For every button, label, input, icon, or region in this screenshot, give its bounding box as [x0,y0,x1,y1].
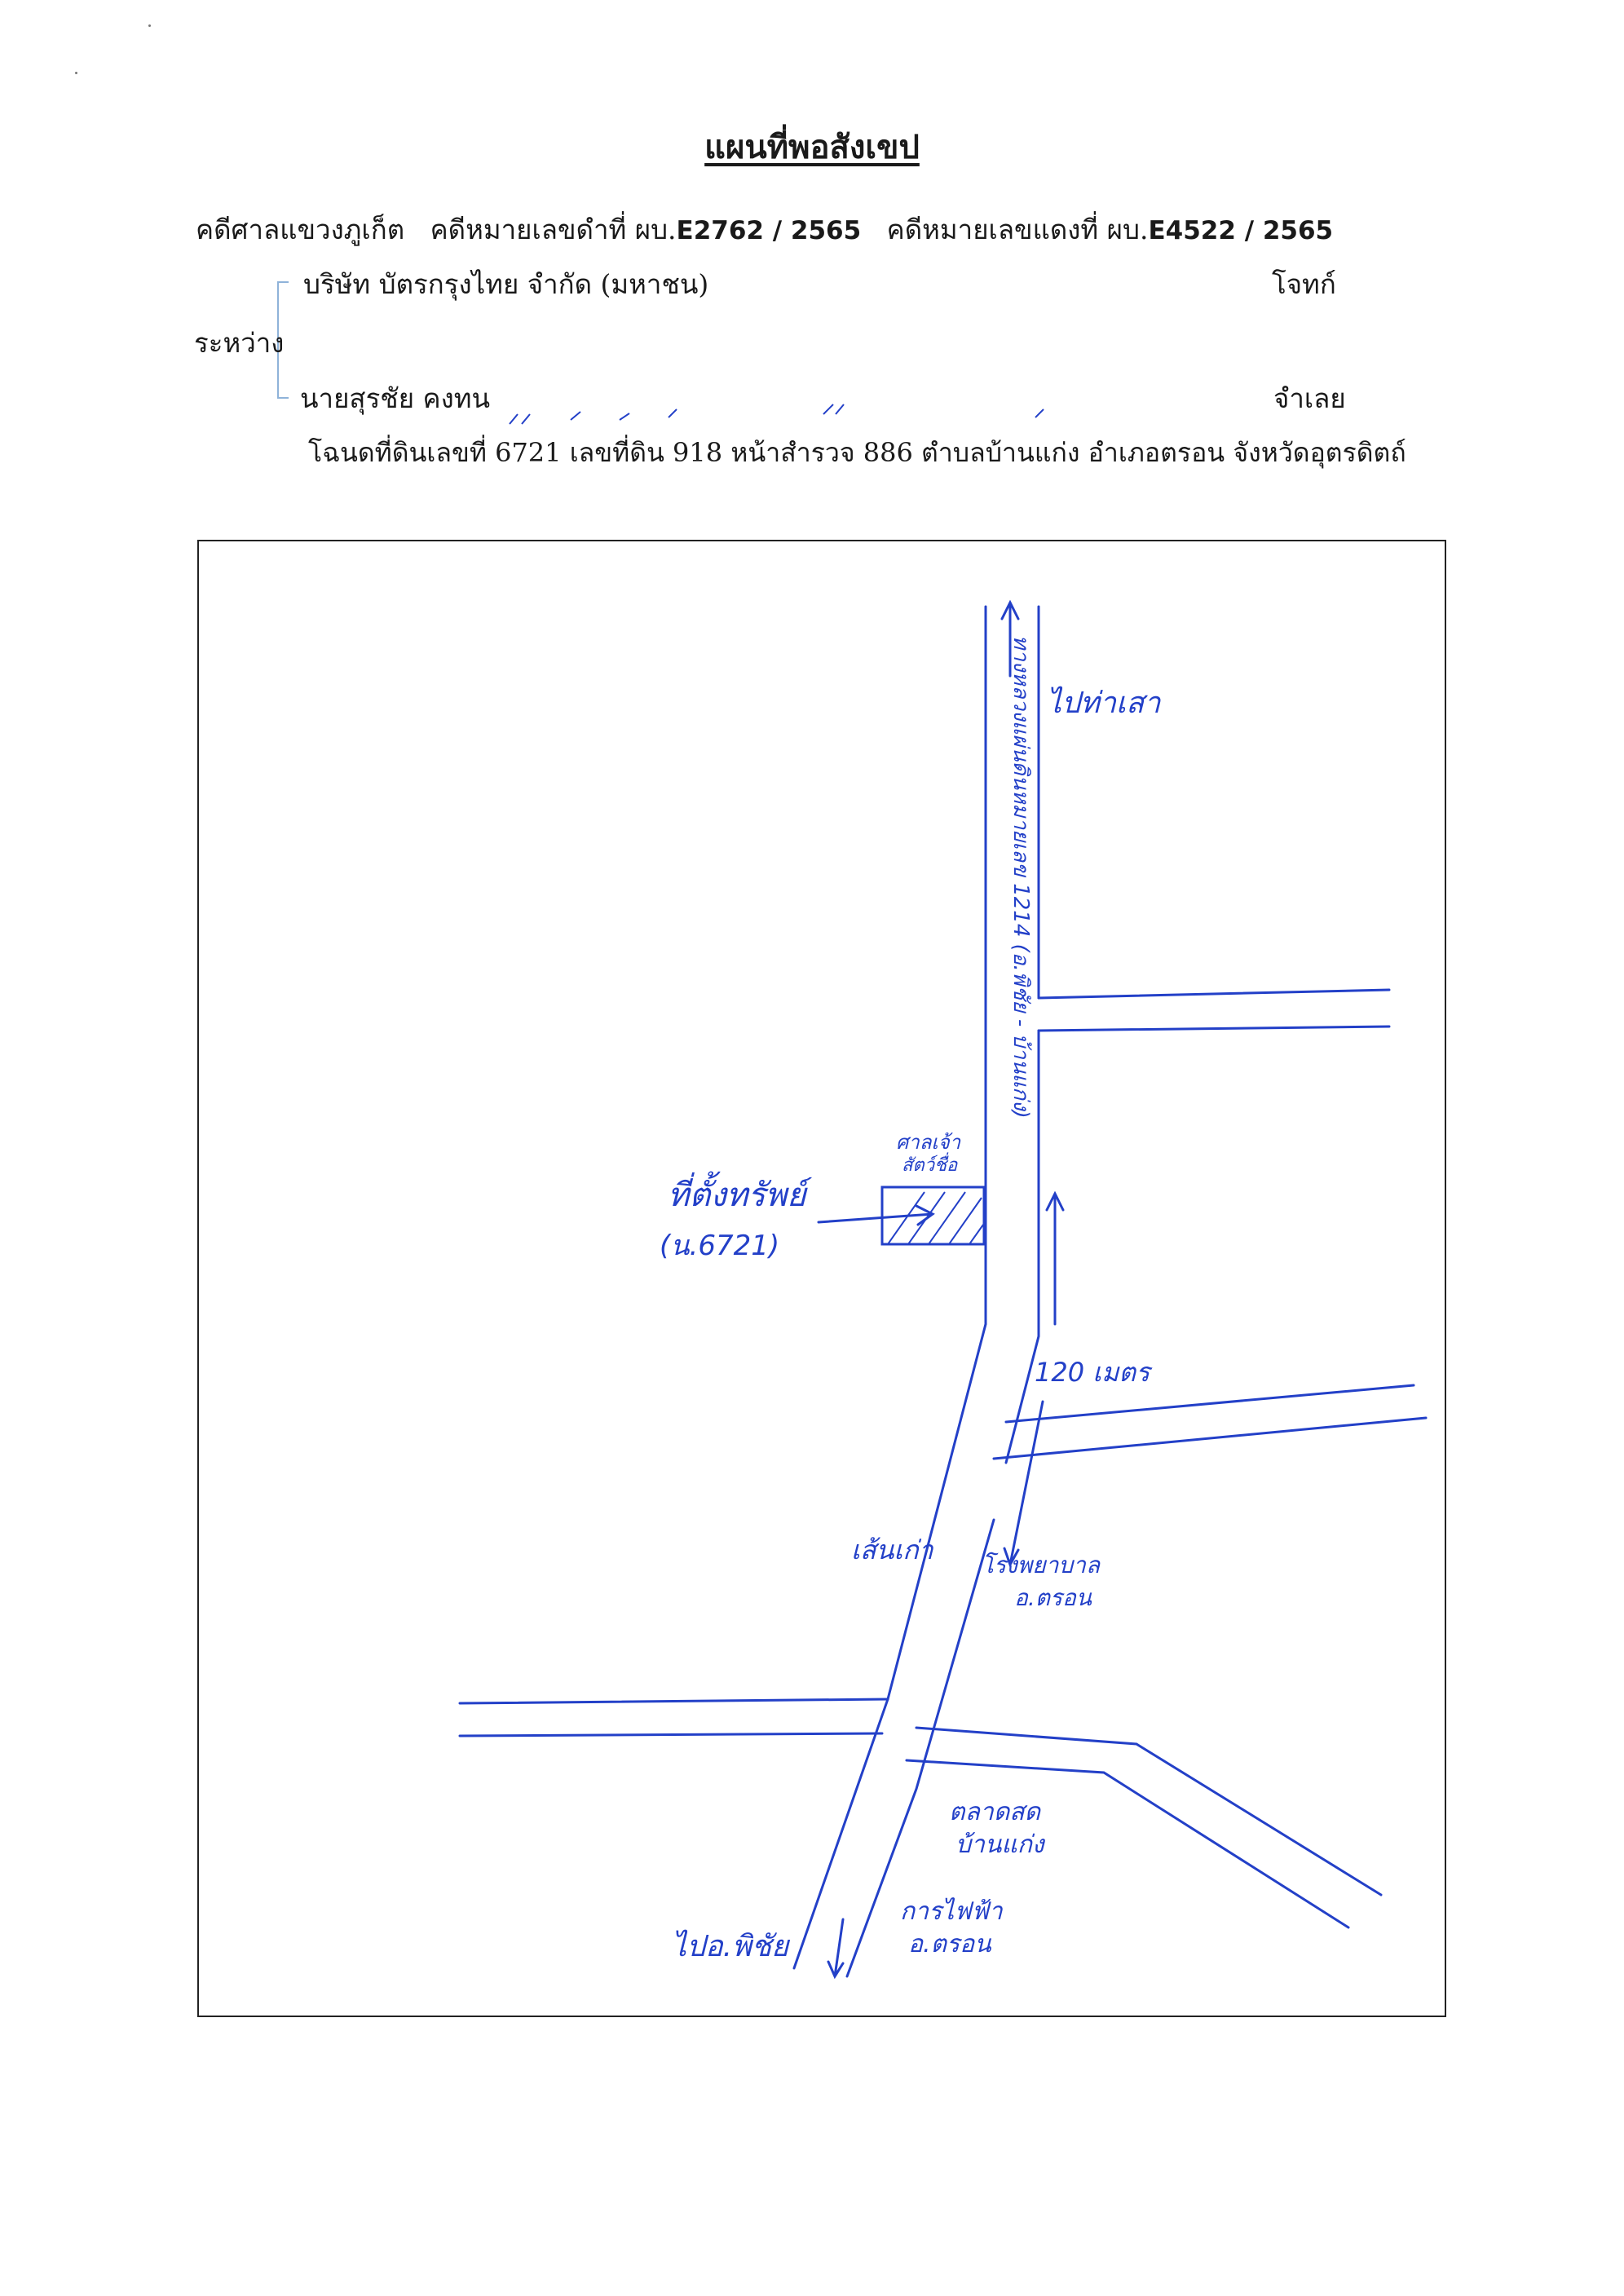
label-highway: ทางหลวงแผ่นดินหมายเลข 1214 (อ.พิชัย - บ้… [1008,635,1033,1119]
label-shrine: ศาลเจ้า [896,1131,962,1154]
scan-speck [148,24,151,27]
defendant-role: จำเลย [1273,382,1346,414]
highway-road-right-edge [845,605,1040,1978]
court-name: คดีศาลแขวงภูเก็ต [196,214,405,245]
property-parcel [880,1186,986,1246]
label-property-deed: (น.6721) [660,1230,779,1262]
label-old-road: เส้นเก่า [851,1534,934,1565]
defendant-name: นายสุรชัย คงทน [300,382,491,414]
page-title: แผนที่พอสังเขป [704,128,920,166]
north-arrow [1000,599,1020,678]
distance-arrow [1045,1190,1065,1326]
party-bracket [277,281,289,399]
label-electricity-2: อ.ตรอน [908,1930,992,1958]
south-arrow [827,1918,845,1980]
label-hospital: โรงพยาบาล [982,1552,1101,1578]
black-case-number: E2762 / 2565 [676,216,862,245]
branch-road-east [992,1384,1428,1460]
black-case-label: คดีหมายเลขดำที่ ผบ. [430,214,677,245]
between-label: ระหว่าง [194,327,285,359]
red-case-number: E4522 / 2565 [1148,216,1334,245]
sketch-map: ไปท่าเสา ทางหลวงแผ่นดินหมายเลข 1214 (อ.พ… [458,599,1428,1980]
scan-speck [75,72,77,74]
label-to-tha-sao: ไปท่าเสา [1047,686,1162,720]
cross-road-west [458,1698,889,1737]
map-frame: ไปท่าเสา ทางหลวงแผ่นดินหมายเลข 1214 (อ.พ… [197,540,1446,2017]
plaintiff-role: โจทก์ [1272,268,1336,300]
label-electricity: การไฟฟ้า [900,1897,1004,1926]
label-market: ตลาดสด [949,1798,1042,1826]
plaintiff-name: บริษัท บัตรกรุงไทย จำกัด (มหาชน) [303,268,709,300]
highway-road-left-edge [792,605,987,1970]
seal-ticks [509,404,1044,425]
branch-road-north [1037,988,1391,1032]
label-distance: 120 เมตร [1035,1357,1153,1388]
red-case-label: คดีหมายเลขแดงที่ ผบ. [886,214,1149,245]
case-info-line: คดีศาลแขวงภูเก็ต คดีหมายเลขดำที่ ผบ.E276… [196,208,1333,251]
parcel-hatching [887,1191,984,1245]
label-shrine-2: สัตว์ชื่อ [902,1152,958,1176]
label-property: ที่ตั้งทรัพย์ [668,1171,813,1214]
label-to-phichai: ไปอ.พิชัย [672,1929,791,1963]
label-hospital-2: อ.ตรอน [1014,1584,1092,1611]
property-pointer [817,1204,935,1226]
deed-info-line: โฉนดที่ดินเลขที่ 6721 เลขที่ดิน 918 หน้า… [308,437,1406,468]
market-road [905,1726,1383,1929]
hospital-pointer [1003,1400,1044,1568]
label-market-2: บ้านแก่ง [955,1830,1046,1859]
